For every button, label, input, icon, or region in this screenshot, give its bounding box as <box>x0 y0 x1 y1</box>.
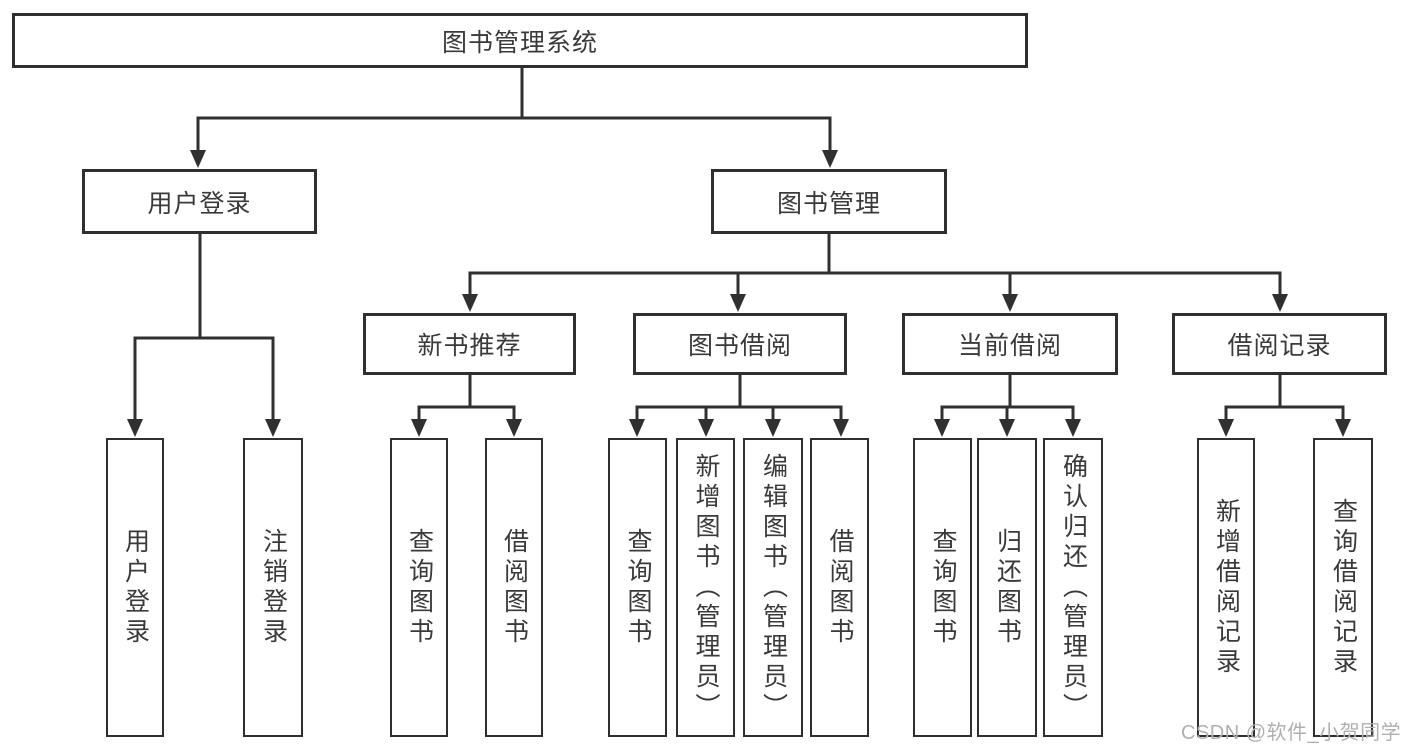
leaf-label: 借阅图书 <box>826 527 854 648</box>
node-user-login: 用户登录 <box>82 169 317 234</box>
leaf-user-login: 用户登录 <box>106 438 164 737</box>
leaf-label: 注销登录 <box>259 527 288 648</box>
connector-root-to-level1 <box>190 68 838 168</box>
leaf-add-book-admin: 新增图书（管理员） <box>676 438 735 737</box>
leaf-label: 编辑图书（管理员） <box>759 452 788 723</box>
leaf-borrow-books-1: 借阅图书 <box>485 438 543 737</box>
node-book-borrowing: 图书借阅 <box>633 313 847 375</box>
leaf-label: 新增图书（管理员） <box>692 452 720 723</box>
leaf-label: 归还图书 <box>993 527 1022 648</box>
leaf-query-books-1: 查询图书 <box>390 438 448 737</box>
leaf-label: 查询图书 <box>405 527 434 648</box>
leaf-label: 查询图书 <box>929 527 957 648</box>
leaf-query-books-3: 查询图书 <box>913 438 972 737</box>
leaf-return-books: 归还图书 <box>977 438 1037 737</box>
leaf-label: 查询借阅记录 <box>1329 497 1358 678</box>
leaf-borrow-books-2: 借阅图书 <box>810 438 869 737</box>
connector-new-book-recommendation-children <box>411 375 522 437</box>
connector-current-borrowing-children <box>934 375 1081 437</box>
node-current-borrowing: 当前借阅 <box>902 313 1118 375</box>
watermark-text: CSDN @软件_小贺同学 <box>1181 722 1402 744</box>
leaf-query-borrow-record: 查询借阅记录 <box>1313 438 1373 737</box>
leaf-label: 借阅图书 <box>500 527 529 648</box>
node-root: 图书管理系统 <box>12 13 1028 68</box>
connector-user-login-children <box>127 234 281 437</box>
leaf-label: 确认归还（管理员） <box>1059 452 1088 723</box>
leaf-label: 用户登录 <box>121 527 150 648</box>
leaf-label: 查询图书 <box>624 527 652 648</box>
leaf-query-books-2: 查询图书 <box>608 438 667 737</box>
leaf-edit-book-admin: 编辑图书（管理员） <box>743 438 803 737</box>
connector-book-borrowing-children <box>629 375 849 437</box>
node-book-management: 图书管理 <box>711 169 947 234</box>
connector-book-management-children <box>462 234 1288 312</box>
leaf-confirm-return-admin: 确认归还（管理员） <box>1043 438 1103 737</box>
node-borrowing-records: 借阅记录 <box>1172 313 1387 375</box>
connector-borrowing-records-children <box>1218 375 1351 437</box>
leaf-add-borrow-record: 新增借阅记录 <box>1197 438 1255 737</box>
leaf-label: 新增借阅记录 <box>1212 497 1241 678</box>
node-new-book-recommendation: 新书推荐 <box>363 313 576 375</box>
leaf-logout: 注销登录 <box>243 438 303 737</box>
